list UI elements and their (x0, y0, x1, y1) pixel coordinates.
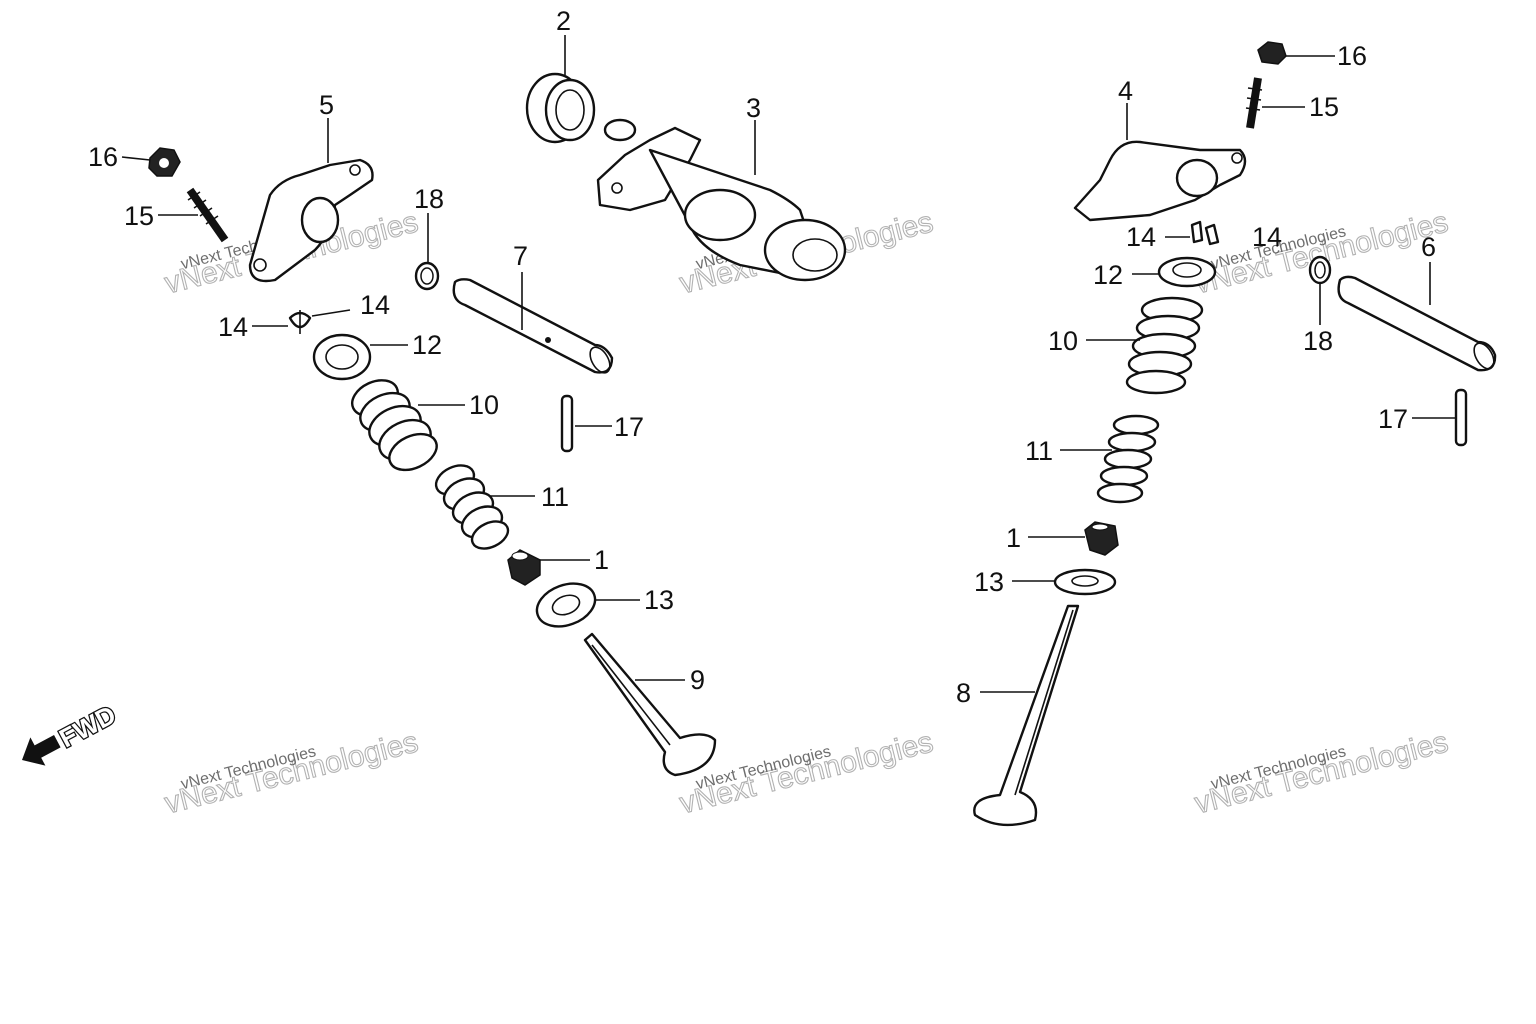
callout-14-left-lower: 14 (218, 312, 248, 342)
callout-14-left-upper: 14 (360, 290, 390, 320)
part-o-ring-left (414, 261, 440, 291)
part-stem-seal-right (1084, 521, 1119, 556)
part-dowel-pin-left (560, 394, 574, 453)
arrow-left-icon (22, 735, 61, 766)
part-inner-spring-left (434, 464, 510, 550)
callout-11-left: 11 (541, 482, 569, 512)
part-retainer-right (1157, 256, 1217, 288)
callout-14-right-left: 14 (1126, 222, 1156, 252)
callout-3: 3 (746, 93, 761, 123)
watermark: vNext Technologies vNext Technologies vN… (161, 205, 1452, 821)
callout-17-right: 17 (1378, 404, 1408, 434)
callout-16-right: 16 (1337, 41, 1367, 71)
callout-4: 4 (1118, 76, 1133, 106)
part-outer-spring-left (351, 379, 438, 472)
callout-17-left: 17 (614, 412, 644, 442)
part-stem-seal-left (507, 549, 541, 586)
callout-11-right: 11 (1025, 436, 1053, 466)
part-adjusting-screw-right (1245, 77, 1263, 129)
part-spring-seat-right (1053, 568, 1117, 596)
callout-15-right: 15 (1309, 92, 1339, 122)
leader-lines (121, 35, 1455, 693)
fwd-label: FWD (54, 699, 120, 753)
callout-13-right: 13 (974, 567, 1004, 597)
callout-13-left: 13 (644, 585, 674, 615)
part-nut-right (1257, 41, 1287, 65)
callout-12-right: 12 (1093, 260, 1123, 290)
part-outer-spring-right (1125, 296, 1204, 395)
part-retainer-left (312, 333, 372, 381)
part-inner-spring-right (1096, 414, 1160, 504)
part-adjusting-screw-left (186, 187, 229, 243)
part-rocker-arm-left (248, 158, 374, 283)
part-camshaft (596, 118, 847, 282)
callout-9: 9 (690, 665, 705, 695)
callout-18-left: 18 (414, 184, 444, 214)
part-valve-right (973, 604, 1080, 827)
part-dowel-pin-right (1454, 388, 1468, 447)
part-rocker-arm-right (1073, 140, 1247, 222)
part-spring-seat-left (535, 582, 597, 628)
part-cotter-right (1190, 220, 1220, 246)
part-o-ring-right (1308, 255, 1332, 285)
callout-12-left: 12 (412, 330, 442, 360)
callout-5: 5 (319, 90, 334, 120)
callout-14-right-right: 14 (1252, 222, 1282, 252)
callout-10-right: 10 (1048, 326, 1078, 356)
callout-7: 7 (513, 241, 528, 271)
part-rocker-shaft-right (1337, 275, 1497, 372)
callout-8: 8 (956, 678, 971, 708)
callout-10-left: 10 (469, 390, 499, 420)
callout-labels: 2 3 5 16 15 18 7 14 14 12 10 17 11 1 13 … (88, 6, 1436, 708)
callout-16-left: 16 (88, 142, 118, 172)
callout-6: 6 (1421, 232, 1436, 262)
callout-1-left: 1 (594, 545, 609, 575)
part-rocker-shaft-left (452, 278, 614, 374)
callout-1-right: 1 (1006, 523, 1021, 553)
callout-2: 2 (556, 6, 571, 36)
part-nut-left (148, 147, 181, 177)
callout-18-right: 18 (1303, 326, 1333, 356)
part-bearing (525, 72, 596, 144)
callout-15-left: 15 (124, 201, 154, 231)
forward-direction-indicator: FWD (22, 698, 122, 766)
part-cotter-left (288, 310, 312, 334)
part-valve-left (583, 632, 717, 777)
